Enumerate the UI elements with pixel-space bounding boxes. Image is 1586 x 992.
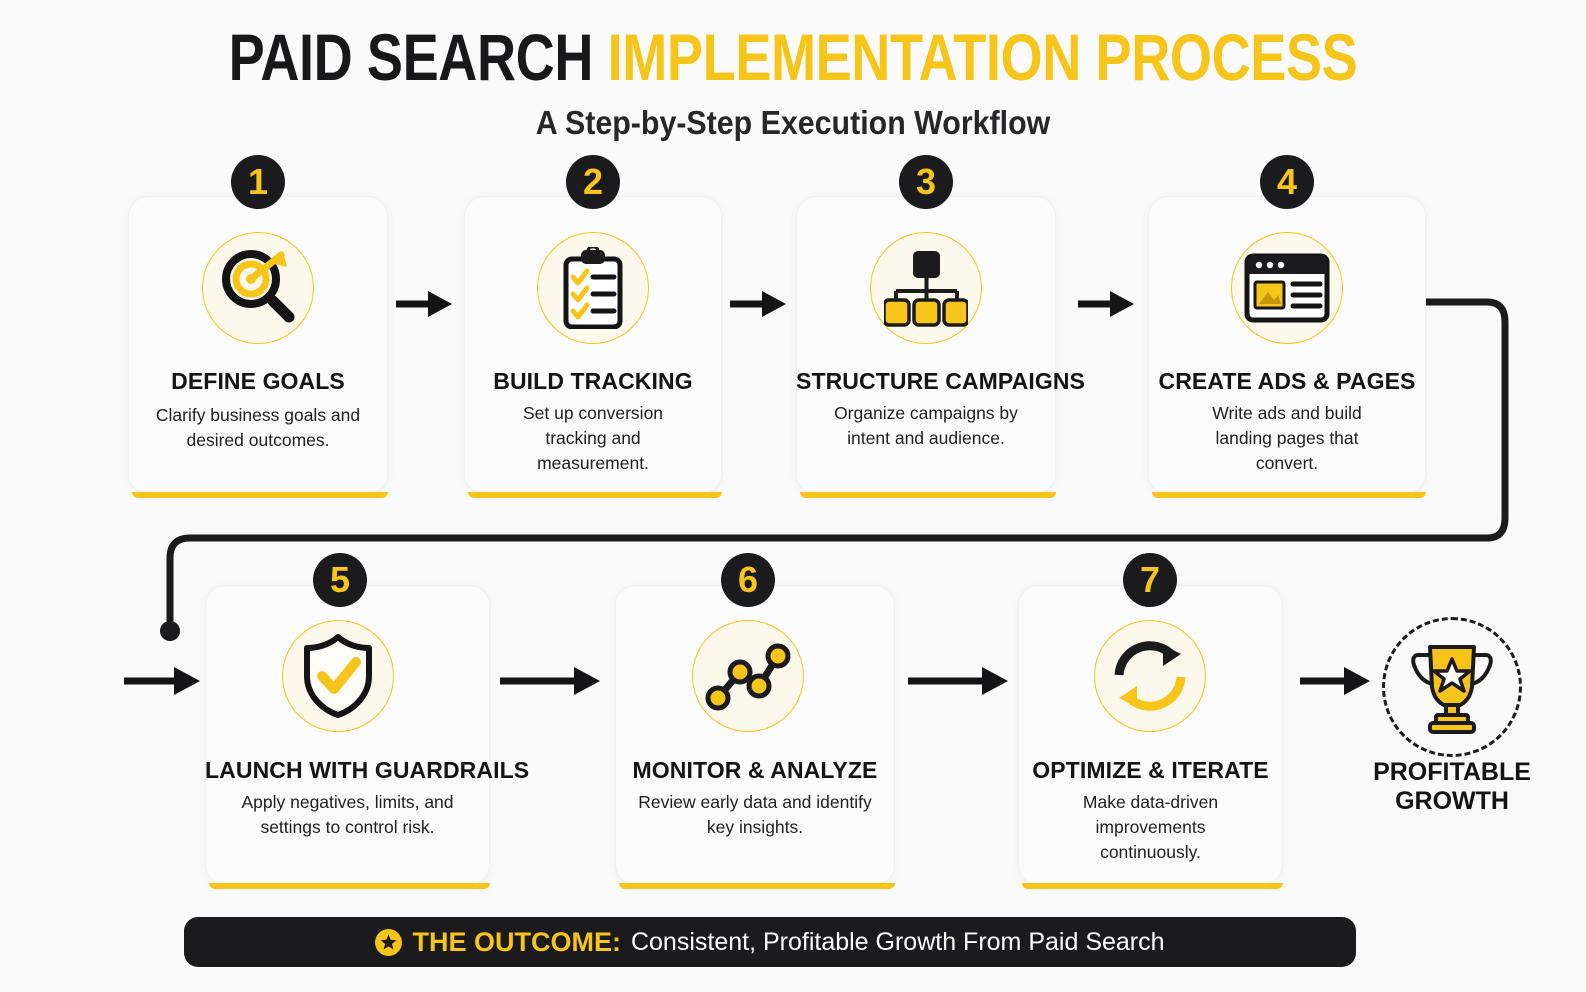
final-goal-label: PROFITABLE GROWTH xyxy=(1342,758,1562,816)
step-badge-5: 5 xyxy=(313,553,367,607)
shield-check-icon xyxy=(282,620,394,732)
step-badge-4: 4 xyxy=(1260,155,1314,209)
step-desc-6: Review early data and identify key insig… xyxy=(638,792,872,837)
step-card-5-underline xyxy=(209,883,490,889)
step-desc-1: Clarify business goals and desired outco… xyxy=(155,405,361,450)
page-title: PAID SEARCH IMPLEMENTATION PROCESS xyxy=(143,23,1444,91)
step-desc-5: Apply negatives, limits, and settings to… xyxy=(241,792,454,837)
step-title-3: STRUCTURE CAMPAIGNS xyxy=(796,368,1085,394)
final-goal-label-line2: GROWTH xyxy=(1395,787,1509,815)
step-title-7: OPTIMIZE & ITERATE xyxy=(1032,757,1269,783)
page-title-accent: IMPLEMENTATION PROCESS xyxy=(607,20,1358,94)
line-chart-icon xyxy=(692,620,804,732)
page-subtitle: A Step-by-Step Execution Workflow xyxy=(535,104,1051,141)
step-title-4: CREATE ADS & PAGES xyxy=(1158,368,1416,394)
refresh-cycle-icon xyxy=(1094,620,1206,732)
arrow-right-icon-3 xyxy=(1078,291,1134,317)
star-badge-icon xyxy=(375,928,403,956)
arrow-right-icon-7 xyxy=(1300,667,1370,695)
step-title-5: LAUNCH WITH GUARDRAILS xyxy=(205,757,530,783)
trophy-star-icon xyxy=(1382,617,1522,757)
step-badge-6: 6 xyxy=(721,553,775,607)
arrow-right-icon-6 xyxy=(908,667,1008,695)
step-card-6-underline xyxy=(619,883,895,889)
elbow-connector-line-2 xyxy=(160,534,1430,641)
step-badge-2: 2 xyxy=(566,155,620,209)
step-title-2: BUILD TRACKING xyxy=(493,368,693,394)
arrow-right-icon-1 xyxy=(396,291,452,317)
step-desc-2: Set up conversion tracking and measureme… xyxy=(522,403,664,473)
step-desc-4: Write ads and build landing pages that c… xyxy=(1212,403,1362,473)
target-magnifier-icon xyxy=(202,232,314,344)
page-title-primary: PAID SEARCH xyxy=(228,20,608,94)
outcome-label: THE OUTCOME: xyxy=(412,926,621,957)
step-badge-7: 7 xyxy=(1123,553,1177,607)
final-goal-label-line1: PROFITABLE xyxy=(1373,758,1531,786)
browser-window-icon xyxy=(1231,232,1343,344)
step-card-1-underline xyxy=(132,492,388,498)
outcome-bar: THE OUTCOME: Consistent, Profitable Grow… xyxy=(184,917,1356,967)
step-title-1: DEFINE GOALS xyxy=(171,368,345,394)
arrow-right-icon-5 xyxy=(500,667,600,695)
arrow-right-icon-2 xyxy=(730,291,786,317)
clipboard-checklist-icon xyxy=(537,232,649,344)
step-card-3-underline xyxy=(800,492,1056,498)
outcome-text: Consistent, Profitable Growth From Paid … xyxy=(630,927,1165,956)
arrow-right-icon-4 xyxy=(124,667,200,695)
step-desc-3: Organize campaigns by intent and audienc… xyxy=(834,403,1018,448)
step-badge-3: 3 xyxy=(899,155,953,209)
step-card-2-underline xyxy=(468,492,722,498)
elbow-connector-line xyxy=(1415,298,1509,542)
step-badge-1: 1 xyxy=(231,155,285,209)
step-desc-7: Make data-driven improvements continuous… xyxy=(1082,792,1219,862)
step-card-4-underline xyxy=(1152,492,1426,498)
step-card-7-underline xyxy=(1022,883,1283,889)
step-title-6: MONITOR & ANALYZE xyxy=(632,757,878,783)
hierarchy-tree-icon xyxy=(870,232,982,344)
